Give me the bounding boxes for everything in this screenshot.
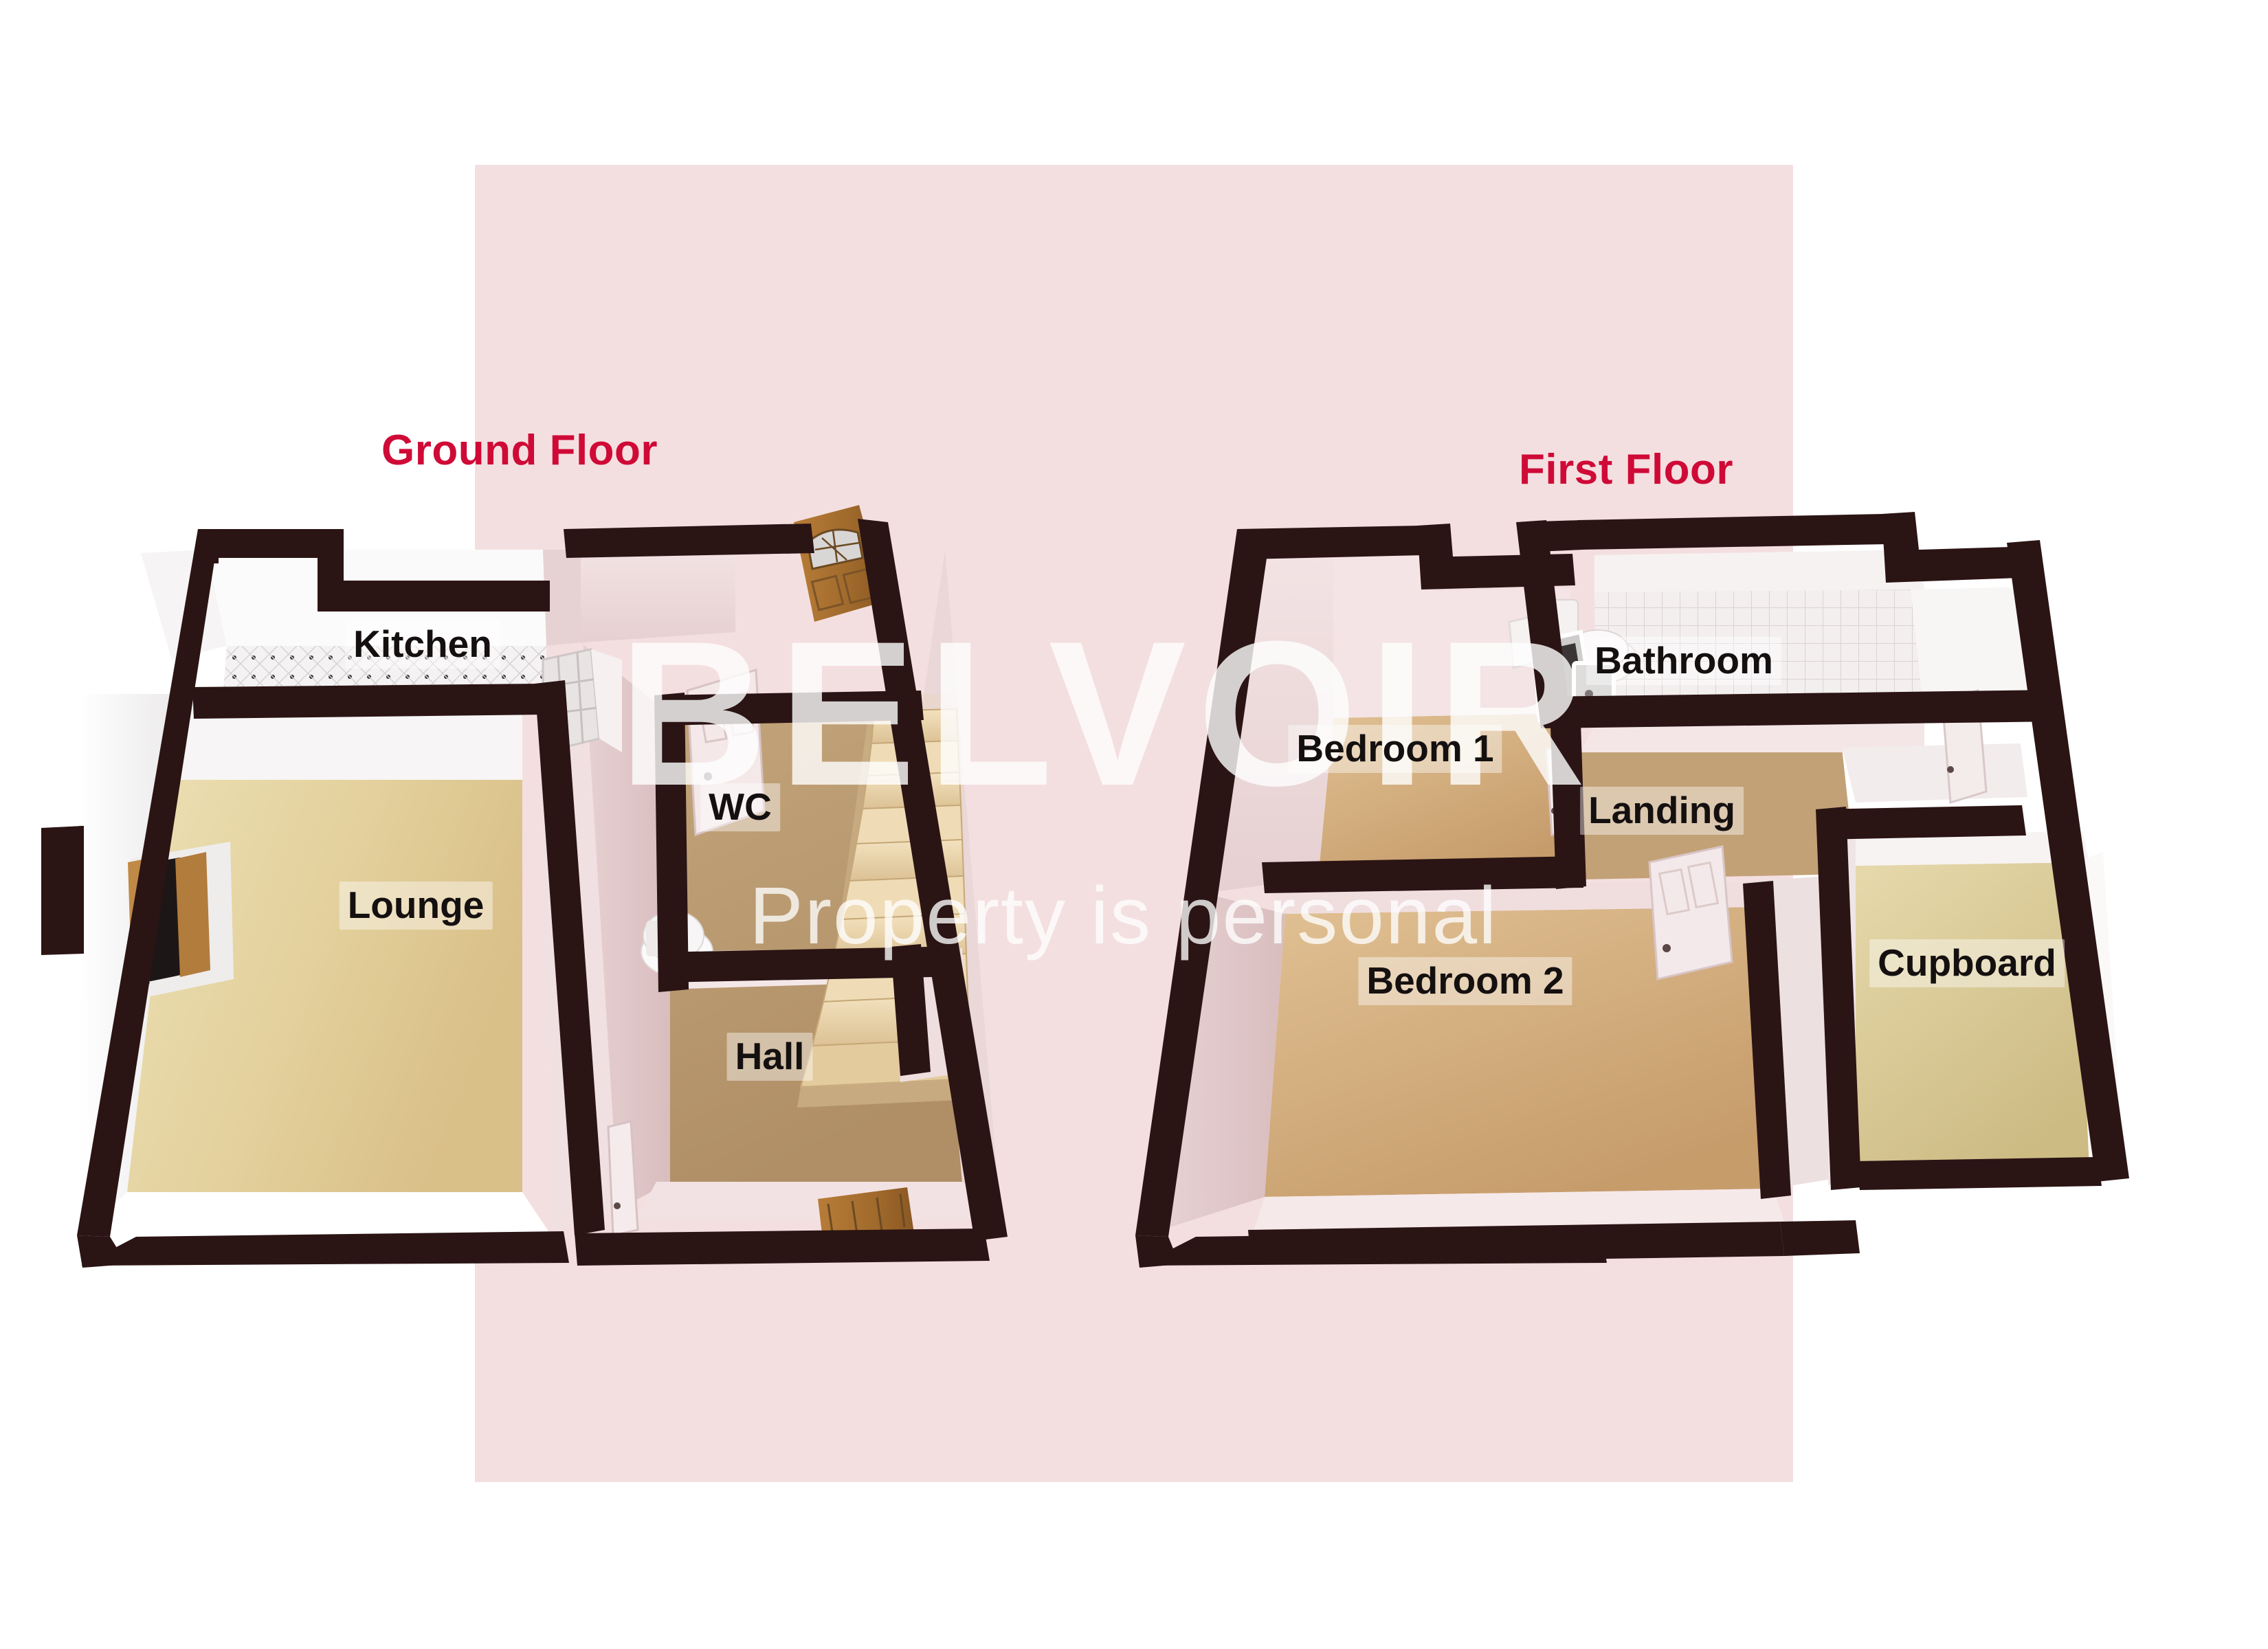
room-bedroom-1 xyxy=(1318,713,1568,878)
wall-kitchen-hall-divider xyxy=(543,550,581,646)
room-bedroom-2 xyxy=(1265,907,1773,1197)
ground-floor-title: Ground Floor xyxy=(381,427,658,474)
room-landing xyxy=(1581,748,1856,879)
room-cupboard xyxy=(1856,862,2089,1175)
wall-face-hall-front xyxy=(636,1182,990,1220)
room-label-kitchen: Kitchen xyxy=(345,620,500,669)
lounge-door[interactable] xyxy=(607,1120,639,1237)
wall-face-hall-back xyxy=(577,546,735,642)
first-floor-title: First Floor xyxy=(1519,446,1734,493)
bedroom-2-door[interactable] xyxy=(1648,845,1733,980)
room-label-lounge: Lounge xyxy=(339,882,493,930)
room-label-wc: WC xyxy=(700,783,780,831)
room-label-bedroom-1: Bedroom 1 xyxy=(1288,725,1502,773)
room-label-bathroom: Bathroom xyxy=(1586,637,1781,685)
first-floor-walls xyxy=(1135,512,2129,1268)
room-label-cupboard: Cupboard xyxy=(1869,939,2065,987)
room-label-landing: Landing xyxy=(1580,787,1744,835)
room-label-hall: Hall xyxy=(726,1033,813,1081)
ground-floor-walls xyxy=(41,519,1008,1268)
wall-face-lounge-front xyxy=(79,1192,550,1237)
room-bathroom xyxy=(1594,590,1924,721)
room-label-bedroom-2: Bedroom 2 xyxy=(1358,957,1572,1005)
